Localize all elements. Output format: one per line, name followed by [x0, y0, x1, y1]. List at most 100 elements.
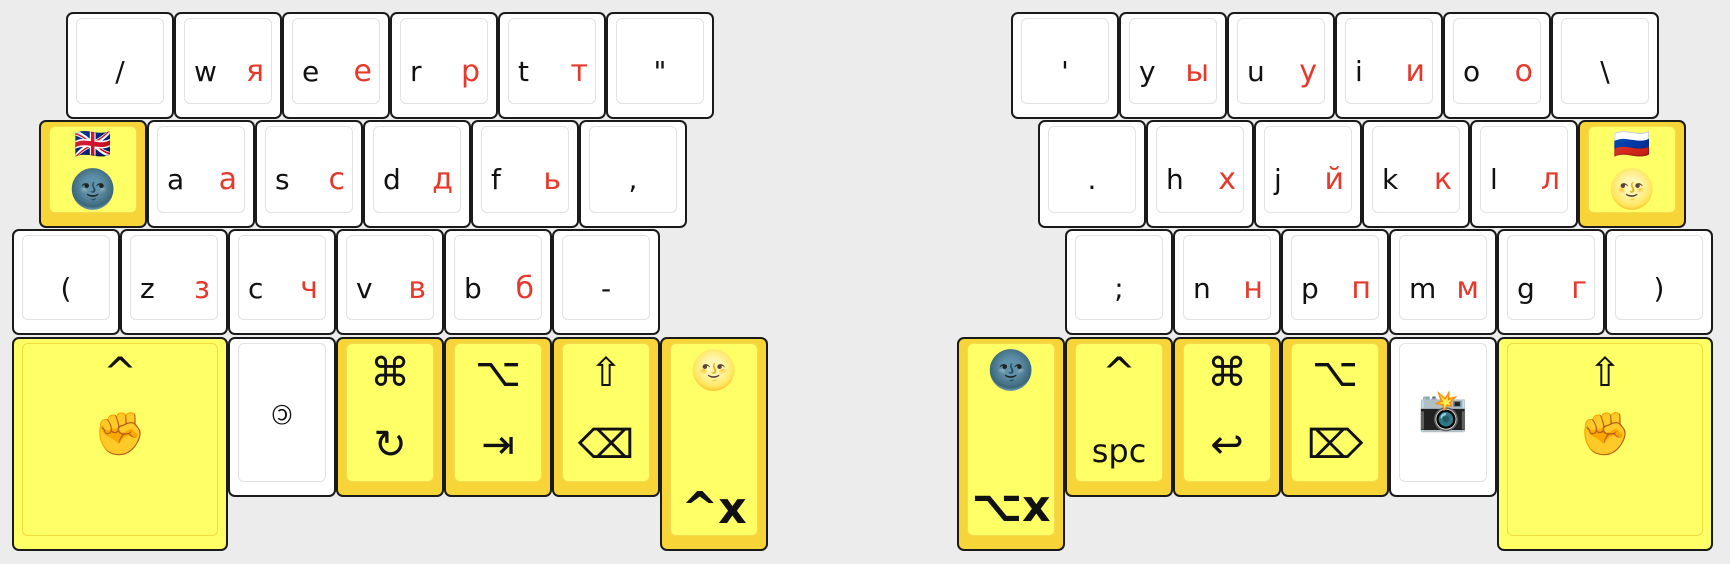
key-label-en: p [1301, 272, 1319, 305]
key-label-ru: ч [300, 271, 318, 306]
key-label: . [1087, 163, 1097, 196]
key-b[interactable]: b б [444, 229, 552, 335]
key-c[interactable]: c ч [228, 229, 336, 335]
key-label-ru: с [328, 162, 346, 197]
command-icon: ⌘ [1207, 350, 1247, 396]
option-x-label: ⌥x [971, 481, 1051, 532]
key-o[interactable]: o о [1443, 12, 1551, 119]
key-label-ru: з [194, 271, 210, 306]
key-label-ru: б [515, 271, 534, 306]
new-moon-face-icon: 🌚 [987, 348, 1035, 392]
key-label: " [653, 55, 667, 88]
key-label-en: d [383, 163, 401, 196]
key-label-ru: ь [543, 162, 561, 197]
key-label: ) [1653, 272, 1665, 305]
refresh-icon: ↻ [373, 422, 407, 468]
ctrl-fist-key-left[interactable]: ^ ✊ [12, 337, 228, 551]
key-a[interactable]: a а [147, 120, 255, 228]
key-label: \ [1600, 55, 1610, 88]
key-double-quote[interactable]: " [606, 12, 714, 119]
key-label-en: v [356, 272, 373, 305]
key-f[interactable]: f ь [471, 120, 579, 228]
ctrl-space-key[interactable]: ^ spc [1065, 337, 1173, 497]
key-comma[interactable]: , [579, 120, 687, 228]
key-label-en: u [1247, 55, 1265, 88]
key-n[interactable]: n н [1173, 229, 1281, 335]
key-label-en: k [1382, 163, 1399, 196]
shift-key-left[interactable]: ⇧ ⌫ [552, 337, 660, 497]
key-left-paren[interactable]: ( [12, 229, 120, 335]
key-u[interactable]: u у [1227, 12, 1335, 119]
key-semicolon[interactable]: ; [1065, 229, 1173, 335]
key-label-ru: и [1405, 54, 1426, 89]
key-w[interactable]: w я [174, 12, 282, 119]
key-e[interactable]: e е [282, 12, 390, 119]
key-label-en: f [491, 163, 501, 196]
camera-flash-icon: 📸 [1418, 388, 1468, 434]
key-label: ' [1061, 55, 1069, 88]
key-slash[interactable]: / [66, 12, 174, 119]
language-switch-icon: 🄯 [271, 401, 293, 431]
key-label-ru: й [1324, 162, 1345, 197]
key-hyphen[interactable]: - [552, 229, 660, 335]
command-key-right[interactable]: ⌘ ↩ [1173, 337, 1281, 497]
key-label-en: c [248, 272, 264, 305]
key-label-en: w [194, 55, 217, 88]
key-label-ru: а [218, 162, 237, 197]
russia-flag-icon: 🇷🇺 [1613, 127, 1651, 162]
key-right-paren[interactable]: ) [1605, 229, 1713, 335]
key-y[interactable]: y ы [1119, 12, 1227, 119]
command-key-left[interactable]: ⌘ ↻ [336, 337, 444, 497]
key-apostrophe[interactable]: ' [1011, 12, 1119, 119]
moon-layer-key-right[interactable]: 🌚 ⌥x [957, 337, 1065, 551]
key-period[interactable]: . [1038, 120, 1146, 228]
moon-layer-key-left[interactable]: 🌝 ^x [660, 337, 768, 551]
key-label-en: i [1355, 55, 1363, 88]
option-key-left[interactable]: ⌥ ⇥ [444, 337, 552, 497]
key-backslash[interactable]: \ [1551, 12, 1659, 119]
language-switch-key[interactable]: 🄯 [228, 337, 336, 497]
key-label-ru: н [1243, 271, 1263, 306]
key-label-ru: к [1433, 162, 1452, 197]
layer-key-russian[interactable]: 🇷🇺 🌝 [1578, 120, 1686, 228]
key-label: - [600, 272, 612, 305]
option-icon: ⌥ [1311, 350, 1359, 396]
key-label-en: y [1139, 55, 1156, 88]
key-z[interactable]: z з [120, 229, 228, 335]
key-k[interactable]: k к [1362, 120, 1470, 228]
key-g[interactable]: g г [1497, 229, 1605, 335]
key-label-en: t [518, 55, 529, 88]
layer-key-english[interactable]: 🇬🇧 🌚 [39, 120, 147, 228]
key-p[interactable]: p п [1281, 229, 1389, 335]
shift-fist-key-right[interactable]: ⇧ ✊ [1497, 337, 1713, 551]
tab-icon: ⇥ [481, 422, 515, 468]
key-label-en: e [302, 55, 320, 88]
key-label-en: m [1409, 272, 1437, 305]
key-j[interactable]: j й [1254, 120, 1362, 228]
key-label: ( [60, 272, 72, 305]
key-l[interactable]: l л [1470, 120, 1578, 228]
key-label-ru: п [1351, 271, 1371, 306]
key-label-ru: х [1218, 162, 1236, 197]
key-h[interactable]: h х [1146, 120, 1254, 228]
command-icon: ⌘ [370, 350, 410, 396]
ctrl-x-label: ^x [681, 483, 747, 534]
key-v[interactable]: v в [336, 229, 444, 335]
key-label: / [115, 55, 125, 88]
key-label-en: g [1517, 272, 1535, 305]
key-d[interactable]: d д [363, 120, 471, 228]
key-label-ru: г [1571, 271, 1587, 306]
space-label: spc [1091, 432, 1147, 470]
screenshot-key[interactable]: 📸 [1389, 337, 1497, 497]
key-t[interactable]: t т [498, 12, 606, 119]
option-key-right[interactable]: ⌥ ⌦ [1281, 337, 1389, 497]
key-r[interactable]: r р [390, 12, 498, 119]
key-label-en: a [167, 163, 185, 196]
key-label-en: z [140, 272, 155, 305]
key-s[interactable]: s с [255, 120, 363, 228]
key-label-ru: о [1514, 54, 1533, 89]
key-label-en: n [1193, 272, 1211, 305]
key-m[interactable]: m м [1389, 229, 1497, 335]
key-i[interactable]: i и [1335, 12, 1443, 119]
key-label-ru: т [570, 54, 588, 89]
